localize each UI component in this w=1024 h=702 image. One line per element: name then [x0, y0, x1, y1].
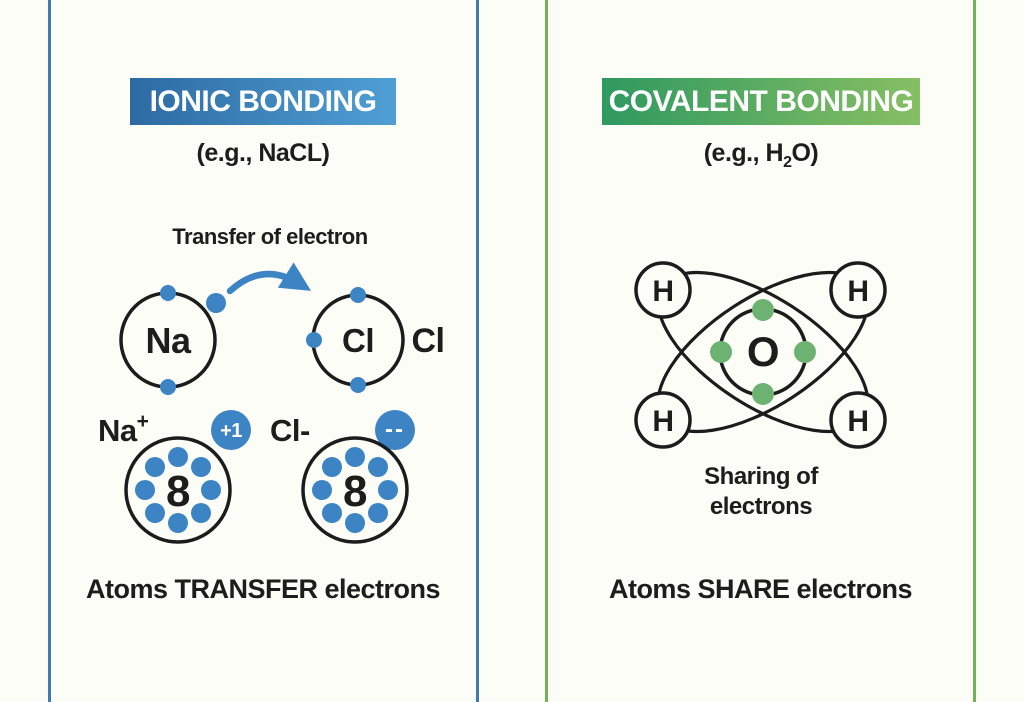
covalent-subtitle: (e.g., H2O)	[602, 139, 920, 172]
hydrogen-circle	[634, 391, 692, 449]
right-panel-right-border	[973, 0, 976, 702]
plus-one-badge-label: +1	[220, 420, 242, 442]
transferred-electron-dot	[206, 293, 226, 313]
na-shell-count: 8	[166, 467, 190, 516]
covalent-caption: Atoms SHARE electrons	[608, 574, 913, 604]
hydrogen-label: H	[847, 405, 868, 438]
covalent-subtitle-prefix: (e.g., H	[703, 139, 784, 167]
minus-badge-label: --	[385, 416, 405, 443]
ionic-atoms-diagram: Na Cl Cl	[119, 262, 445, 395]
electron-dot	[350, 377, 366, 393]
ionic-ions-diagram: Na+ +1 8 Cl- -- 8	[98, 410, 415, 544]
minus-badge	[375, 410, 415, 450]
plus-one-badge	[211, 410, 251, 450]
electron-dot	[350, 287, 366, 303]
cl-atom-label: Cl	[342, 322, 374, 359]
electron-dot	[160, 285, 176, 301]
hydrogen-circle	[829, 261, 887, 319]
hydrogen-label: H	[652, 275, 673, 308]
transfer-arrow-icon	[226, 262, 312, 295]
na-ion-label: Na+	[98, 410, 149, 448]
ionic-title-banner: IONIC BONDING	[130, 78, 396, 125]
left-panel-right-border	[476, 0, 479, 702]
na-atom-label: Na	[145, 320, 191, 361]
cl-ion-label: Cl-	[270, 413, 310, 448]
oxygen-label: O	[747, 328, 779, 375]
covalent-title-banner: COVALENT BONDING	[602, 78, 920, 125]
covalent-title: COVALENT BONDING	[608, 84, 914, 118]
covalent-subtitle-subscript: 2	[783, 154, 792, 171]
hydrogen-circle	[634, 261, 692, 319]
cl-ion-electron-ring	[312, 447, 398, 533]
electron-dot	[160, 379, 176, 395]
covalent-subtitle-suffix: O)	[791, 139, 819, 167]
ionic-title: IONIC BONDING	[149, 84, 377, 118]
shared-electron-dots	[710, 299, 816, 405]
covalent-molecule-diagram: O H H H H	[634, 261, 887, 449]
cl-outer-label: Cl	[412, 322, 445, 360]
ionic-subtitle: (e.g., NaCL)	[196, 139, 330, 167]
hydrogen-label: H	[652, 405, 673, 438]
na-ion-electron-ring	[135, 447, 221, 533]
hydrogen-label: H	[847, 275, 868, 308]
ionic-caption: Atoms TRANSFER electrons	[85, 574, 441, 604]
transfer-label: Transfer of electron	[172, 224, 368, 249]
left-panel-left-border	[48, 0, 51, 702]
electron-dot	[306, 332, 322, 348]
right-panel-left-border	[545, 0, 548, 702]
sharing-label: Sharing of electrons	[704, 463, 818, 521]
cl-shell-count: 8	[343, 467, 367, 516]
hydrogen-circle	[829, 391, 887, 449]
